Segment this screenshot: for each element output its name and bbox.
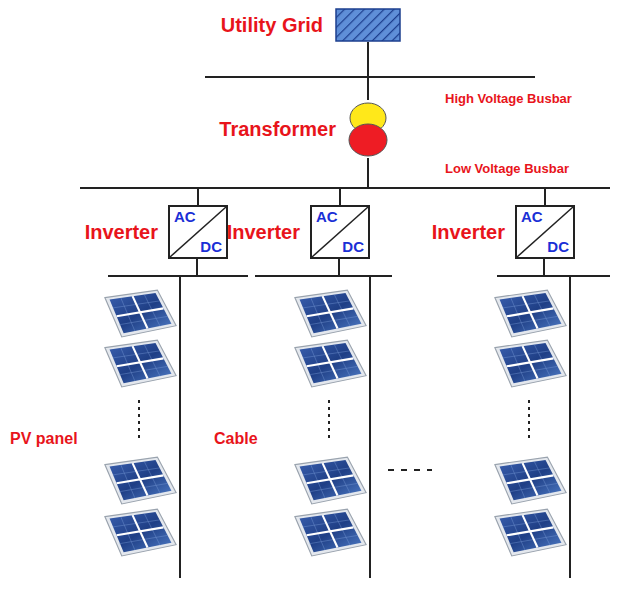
transformer-symbol: Transformer xyxy=(348,100,388,158)
continuation-dashes xyxy=(388,469,432,471)
inverter-box: InverterACDC xyxy=(515,205,575,259)
pv-panels xyxy=(105,290,176,556)
utility-grid-box: Utility Grid xyxy=(335,8,401,42)
xfmr-outline xyxy=(348,100,388,158)
inverter-box: InverterACDC xyxy=(168,205,228,259)
power-line xyxy=(367,42,369,100)
grid-outline xyxy=(335,8,401,42)
busbar-label: Low Voltage Busbar xyxy=(445,162,569,176)
component-label: Inverter xyxy=(85,221,158,243)
part-label: Cable xyxy=(214,430,258,448)
inverter-side-label: AC xyxy=(521,209,543,226)
power-line xyxy=(198,158,368,205)
part-label: PV panel xyxy=(10,430,78,448)
hv-busbar xyxy=(205,76,535,78)
pv-panels xyxy=(295,290,366,556)
power-line xyxy=(340,158,368,205)
inverter-side-label: DC xyxy=(342,239,364,256)
pv-string xyxy=(255,259,392,578)
inverter-box: InverterACDC xyxy=(310,205,370,259)
component-label: Inverter xyxy=(227,221,300,243)
inverter-side-label: AC xyxy=(316,209,338,226)
inverter-side-label: AC xyxy=(174,209,196,226)
component-label: Inverter xyxy=(432,221,505,243)
component-label: Transformer xyxy=(219,118,336,140)
component-label: Utility Grid xyxy=(221,14,323,36)
busbar-label: High Voltage Busbar xyxy=(445,92,572,106)
pv-panels xyxy=(495,290,566,556)
inverter-side-label: DC xyxy=(200,239,222,256)
inverter-side-label: DC xyxy=(547,239,569,256)
